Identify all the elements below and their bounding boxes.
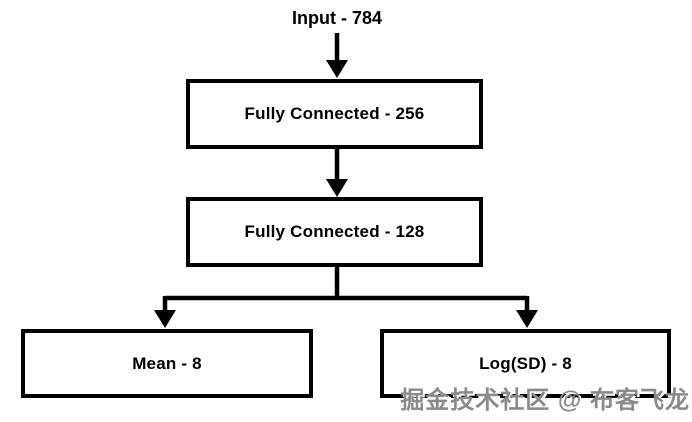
node-label: Fully Connected - 128	[244, 222, 425, 241]
node-mean-8: Mean - 8	[21, 329, 313, 398]
node-log-sd-8: Log(SD) - 8	[380, 329, 671, 398]
node-label: Log(SD) - 8	[479, 353, 572, 373]
node-fully-connected-128: Fully Connected - 128	[186, 197, 483, 267]
node-label: Fully Connected - 256	[244, 104, 425, 123]
arrowhead-input-to-fc1	[326, 60, 348, 78]
node-fully-connected-256: Fully Connected - 256	[186, 79, 483, 149]
node-label: Mean - 8	[132, 353, 202, 373]
arrowhead-fc1-to-fc2	[326, 179, 348, 197]
arrowhead-branch-right	[516, 310, 538, 328]
arrowhead-branch-left	[154, 310, 176, 328]
watermark-text: 掘金技术社区 @ 布客飞龙	[400, 386, 690, 414]
input-node-label: Input - 784	[291, 8, 382, 28]
